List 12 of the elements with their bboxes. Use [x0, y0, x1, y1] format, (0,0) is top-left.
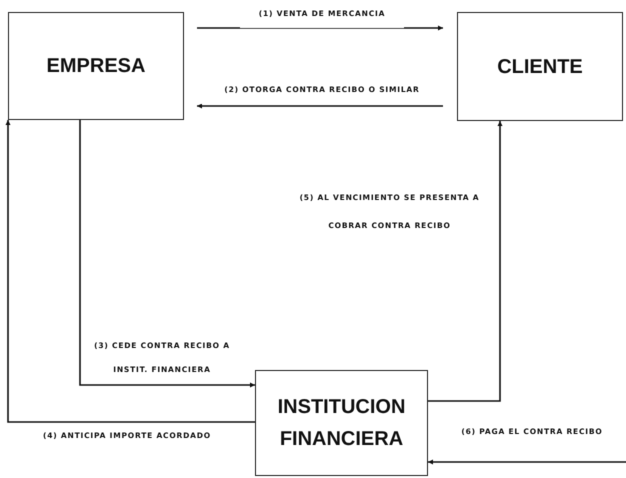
entity-name: EMPRESA: [46, 54, 146, 79]
arrow: [428, 121, 502, 402]
entity-box: [8, 12, 184, 120]
arrow: [197, 104, 443, 108]
entity-box: [255, 370, 428, 476]
entity-name: CLIENTE: [497, 54, 583, 80]
arrow: [79, 120, 255, 388]
arrow: [428, 460, 626, 464]
arrow: [197, 26, 443, 30]
entity-name: INSTITUCION FINANCIERA: [276, 395, 406, 452]
arrow: [6, 120, 255, 423]
entity-box: [457, 12, 623, 121]
